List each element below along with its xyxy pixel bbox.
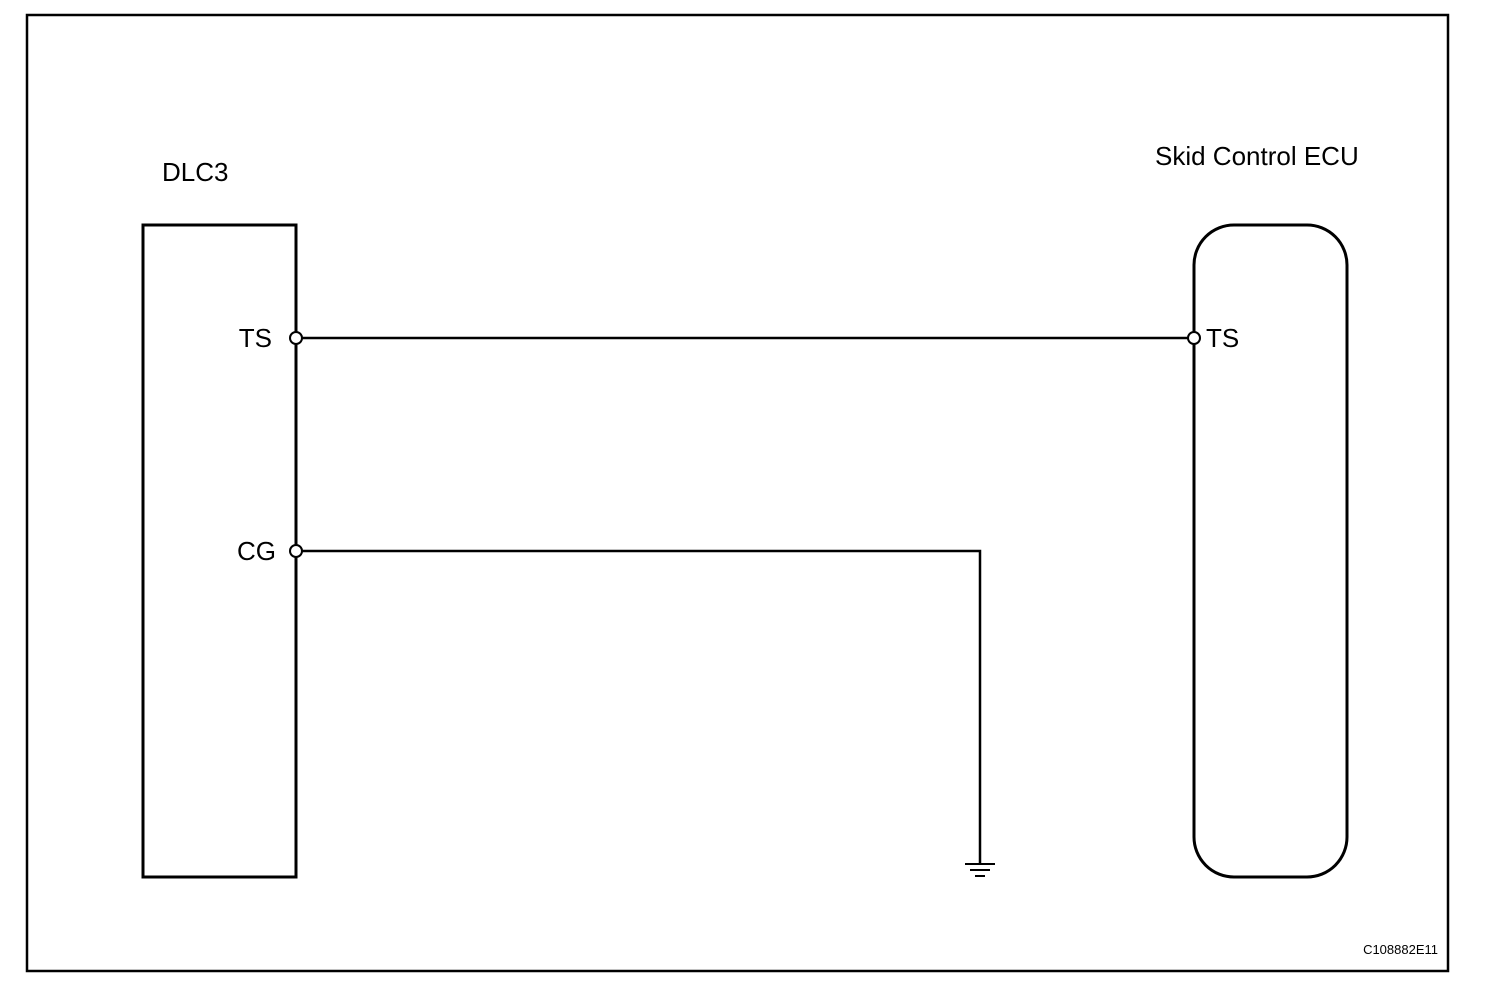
dlc3-label: DLC3: [162, 157, 228, 187]
ground-icon: [965, 863, 995, 877]
figure-code: C108882E11: [1363, 942, 1438, 957]
dlc3-cg-terminal: [289, 544, 303, 558]
ecu-ts-terminal: [1187, 331, 1201, 345]
cg-ground-wire: [302, 549, 982, 864]
dlc3-ts-terminal: [289, 331, 303, 345]
dlc3-cg-pin-label: CG: [237, 536, 276, 566]
diagram-frame: [25, 13, 1450, 973]
ecu-label: Skid Control ECU: [1155, 141, 1359, 171]
ecu-ts-pin-label: TS: [1206, 323, 1239, 353]
ecu-box: [1192, 223, 1349, 879]
dlc3-ts-pin-label: TS: [239, 323, 272, 353]
